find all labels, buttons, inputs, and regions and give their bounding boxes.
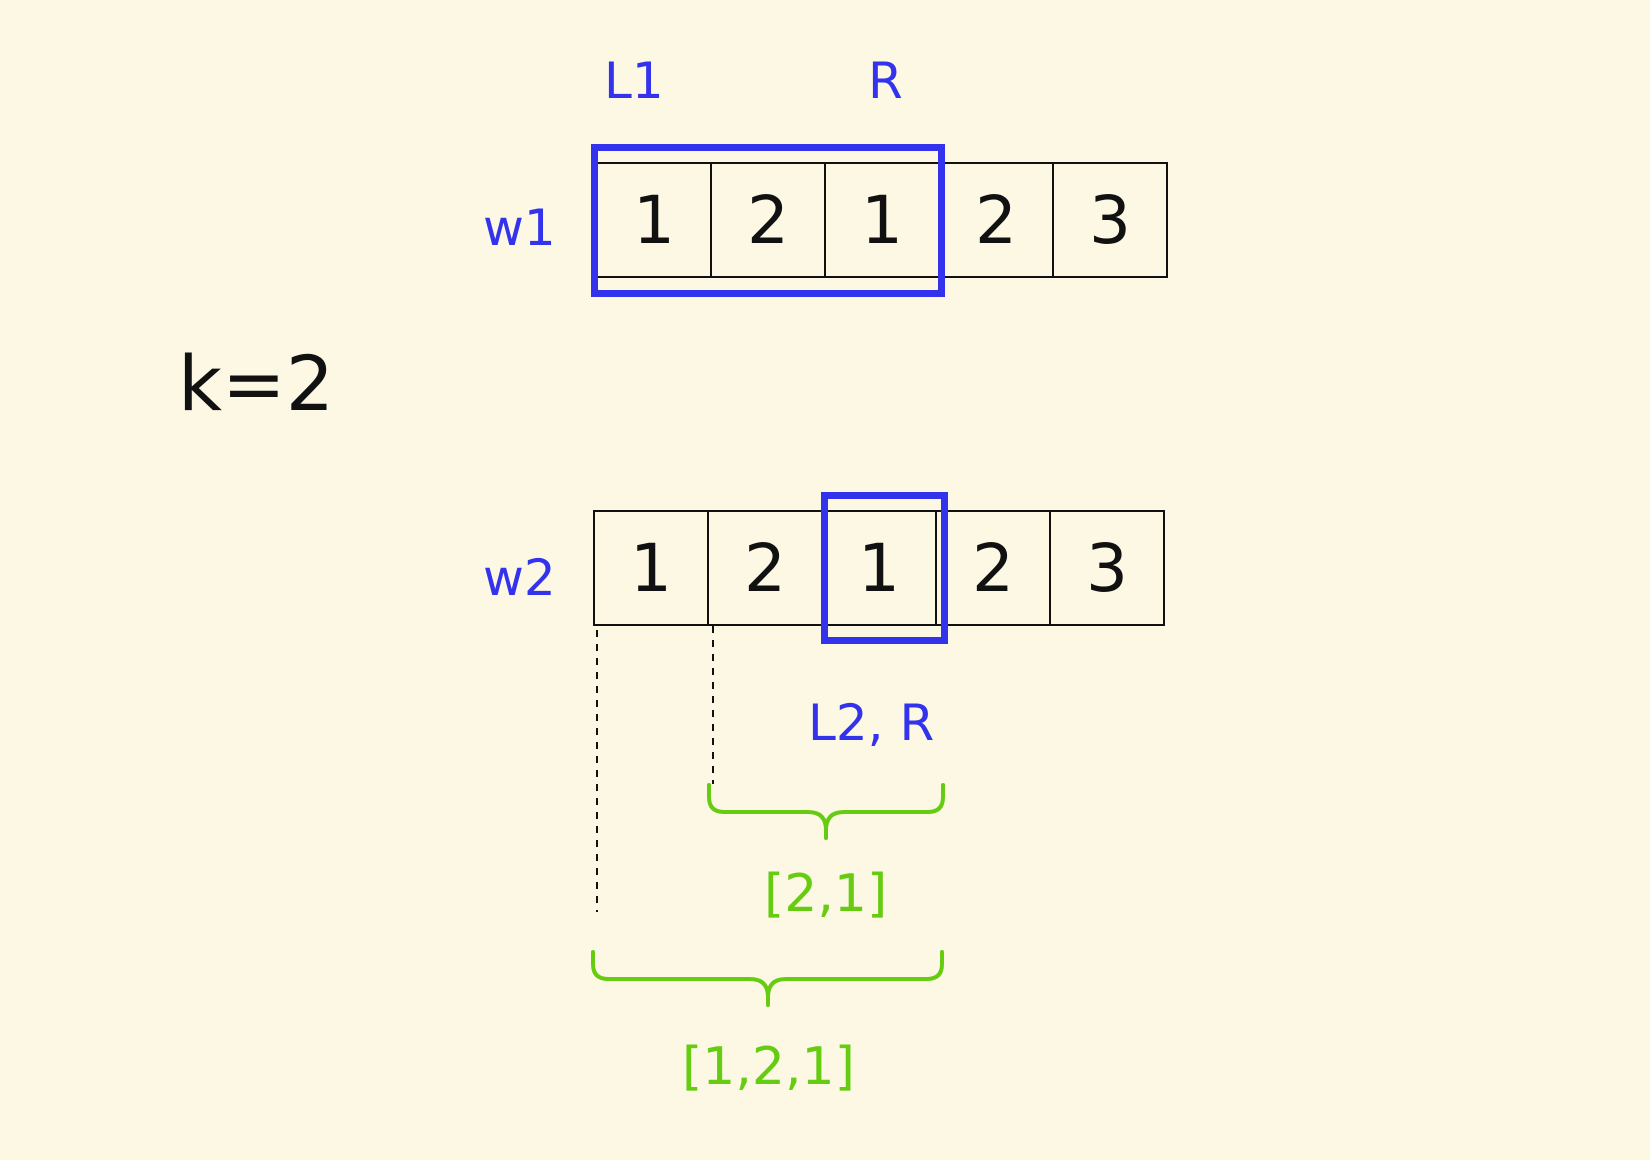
k-value-label: k=2: [178, 339, 335, 428]
w2-cell: 2: [935, 510, 1051, 626]
inner-subarray-label: [2,1]: [764, 864, 888, 924]
w1-right-pointer-label: R: [868, 52, 903, 110]
w1-left-pointer-label: L1: [604, 52, 664, 110]
w1-array: 1 2 1 2 3: [596, 162, 1168, 278]
inner-curly-brace: [707, 783, 945, 840]
w2-cell: 3: [1049, 510, 1165, 626]
w2-pointer-label: L2, R: [808, 694, 935, 752]
w2-cell: 1: [593, 510, 709, 626]
w2-array: 1 2 1 2 3: [593, 510, 1165, 626]
outer-subarray-label: [1,2,1]: [682, 1037, 855, 1097]
w1-cell: 3: [1052, 162, 1168, 278]
w2-row-label: w2: [483, 549, 556, 607]
w1-row-label: w1: [483, 199, 556, 257]
outer-curly-brace: [591, 950, 944, 1007]
